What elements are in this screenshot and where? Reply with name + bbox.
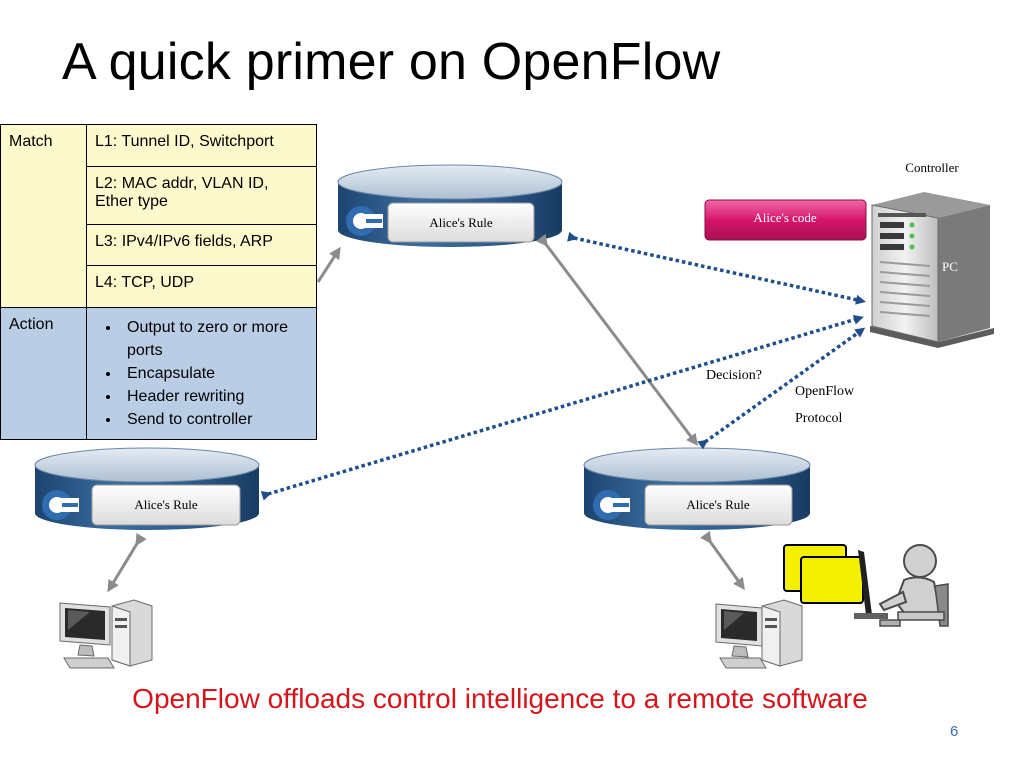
pc-label: PC [942,259,958,274]
control-channels [260,231,866,501]
alices-code-box [704,199,867,241]
slide-title: A quick primer on OpenFlow [62,33,721,91]
top-rule-label: Alice's Rule [429,215,493,230]
controller-server-icon [870,192,994,348]
desktop-pc-icon [715,599,803,669]
match-row-l3: L3: IPv4/IPv6 fields, ARP [86,224,317,266]
slide-caption: OpenFlow offloads control intelligence t… [132,683,868,714]
left-rule-box [91,484,241,526]
top-rule-box [387,202,535,243]
action-header: Action [0,307,87,440]
action-item: Encapsulate [121,362,308,385]
user-at-workstation-icon [783,544,949,627]
match-header: Match [0,124,87,308]
match-row-l2: L2: MAC addr, VLAN ID, Ether type [86,166,317,225]
switch-logo-icon [346,206,383,236]
action-item: Header rewriting [121,385,308,408]
link-right-switch-to-pc [700,530,745,591]
left-rule-label: Alice's Rule [134,497,198,512]
action-list-cell: Output to zero or more ports Encapsulate… [86,307,317,440]
switch-logo-icon [42,490,79,520]
link-top-to-right-switch [535,233,699,446]
action-list: Output to zero or more ports Encapsulate… [95,316,308,431]
action-item: Send to controller [121,408,308,431]
right-rule-label: Alice's Rule [686,497,750,512]
page-number: 6 [950,723,959,740]
link-table-to-top-switch [316,246,341,283]
switch-left: Alice's Rule [34,447,260,530]
decision-label: Decision? [706,368,762,383]
channel-top-switch [567,231,866,305]
protocol-label-line2: Protocol [795,411,843,426]
switch-top: Alice's Rule [337,164,563,247]
link-left-switch-to-pc [107,532,147,593]
openflow-table: Match L1: Tunnel ID, Switchport L2: MAC … [0,124,317,440]
match-row-l1: L1: Tunnel ID, Switchport [86,124,317,167]
protocol-label-line1: OpenFlow [795,384,855,399]
controller-label: Controller [905,160,959,175]
action-item: Output to zero or more ports [121,316,308,362]
desktop-pc-icon [59,599,153,669]
alices-code-label: Alice's code [753,210,817,225]
switch-right: Alice's Rule [583,447,811,530]
match-row-l4: L4: TCP, UDP [86,265,317,308]
